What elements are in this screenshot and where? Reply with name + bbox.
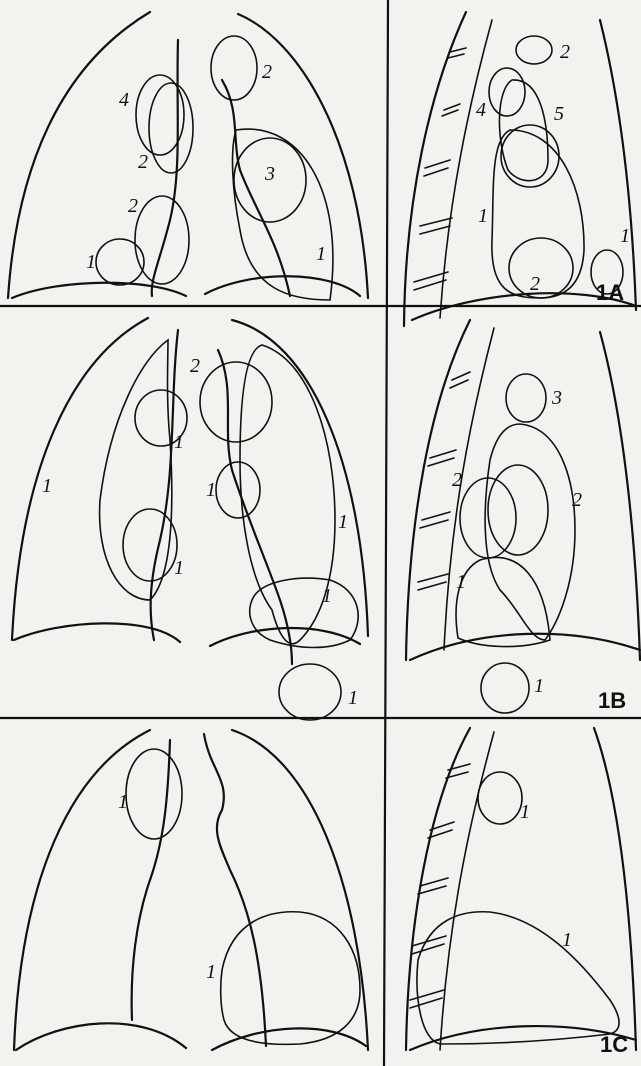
1b-lateral-outline <box>406 320 640 660</box>
1a-frontal-num-6: 3 <box>264 163 275 185</box>
1b-lateral-num-1: 3 <box>551 387 562 409</box>
1b-frontal-num-6: 1 <box>338 511 348 533</box>
1a-lateral-num-4: 1 <box>478 205 488 227</box>
1a-frontal-num-5: 2 <box>262 61 272 83</box>
1c-panel-label: 1C <box>600 1032 628 1057</box>
1a-frontal-num-7: 1 <box>316 243 326 265</box>
1c-trachea-line <box>132 740 170 1020</box>
1c-right-mediastinal-line <box>204 734 266 1046</box>
1a-frontal-diaphragm <box>12 276 360 298</box>
1a-lesion-1-right <box>233 129 333 300</box>
1a-lesion-5-lat <box>499 80 548 181</box>
1c-frontal-lung-outline <box>14 730 368 1050</box>
1a-lateral-num-5: 1 <box>620 225 630 247</box>
1b-lesion-1-left-dotted <box>100 340 172 600</box>
1a-lesion-2-upper <box>149 83 193 173</box>
1c-lesion-1-lat-upper <box>478 772 522 824</box>
vertical-divider <box>384 0 388 1066</box>
1b-frontal-num-1: 1 <box>42 475 52 497</box>
1b-frontal-diaphragm <box>14 623 360 646</box>
1b-lesion-1-right-dense <box>240 345 335 644</box>
1a-lesion-2-top <box>211 36 257 100</box>
1c-frontal-num-2: 1 <box>206 961 216 983</box>
1b-panel-label: 1B <box>598 688 626 713</box>
1b-frontal-num-5: 1 <box>206 479 216 501</box>
1c-lateral-num-1: 1 <box>520 801 530 823</box>
1b-lesion-1-lat-below <box>481 663 529 713</box>
1a-lateral-num-1: 2 <box>560 41 570 63</box>
1c-lesion-1-upper <box>126 749 182 839</box>
1a-frontal-num-1: 4 <box>119 89 129 111</box>
1a-right-mediastinal-line <box>222 80 290 296</box>
1b-rib-marks <box>418 372 470 590</box>
1a-lateral-spine-line <box>440 20 492 318</box>
1b-frontal-num-3: 1 <box>174 557 184 579</box>
panel-1a: 4 2 2 1 2 3 1 2 4 5 1 1 2 1A <box>8 12 636 326</box>
1a-lesion-2-lat-bottom <box>509 238 573 298</box>
1a-frontal-num-4: 1 <box>86 251 96 273</box>
1b-frontal-num-8: 1 <box>348 687 358 709</box>
1c-lateral-outline <box>406 728 636 1050</box>
1b-frontal-num-4: 2 <box>190 355 200 377</box>
1b-lesion-1-below-diaphragm <box>279 664 341 720</box>
panel-1b: 1 1 1 2 1 1 1 1 3 2 2 1 1 1B <box>12 318 640 720</box>
1a-lesion-2-lower <box>135 196 189 284</box>
1b-lesion-3-lat <box>506 374 546 422</box>
1a-lesion-1-left <box>96 239 144 285</box>
1c-lesion-1-lat-lower <box>417 912 619 1044</box>
1b-lesion-1-base-dotted <box>250 578 358 647</box>
1a-lateral-num-2: 4 <box>476 99 486 121</box>
panel-1c: 1 1 1 1 1C <box>14 728 636 1057</box>
1b-lesion-2 <box>200 362 272 442</box>
1b-frontal-num-7: 1 <box>322 585 332 607</box>
1b-lateral-num-2: 2 <box>452 469 462 491</box>
1c-lesion-1-lower-right <box>221 912 360 1045</box>
1b-overlap-shadow-lat <box>488 465 548 555</box>
1b-lateral-num-5: 1 <box>534 675 544 697</box>
1a-frontal-num-3: 2 <box>128 195 138 217</box>
1b-lesion-2-lat-dense <box>485 424 575 640</box>
1b-lateral-num-3: 2 <box>572 489 582 511</box>
1a-trachea-line <box>152 40 178 296</box>
1a-lesion-4-lat <box>489 68 525 116</box>
1a-overlap-shadow-lat <box>501 125 559 187</box>
1b-lateral-num-4: 1 <box>456 571 466 593</box>
1c-lateral-num-2: 1 <box>562 929 572 951</box>
1a-panel-label: 1A <box>596 280 624 305</box>
1a-lesion-2-lat-top <box>516 36 552 64</box>
1a-lateral-num-6: 2 <box>530 273 540 295</box>
1c-frontal-num-1: 1 <box>118 791 128 813</box>
1c-frontal-diaphragm <box>16 1023 366 1050</box>
1a-lateral-num-3: 5 <box>554 103 564 125</box>
1b-frontal-num-2: 1 <box>174 431 184 453</box>
1a-frontal-num-2: 2 <box>138 151 148 173</box>
